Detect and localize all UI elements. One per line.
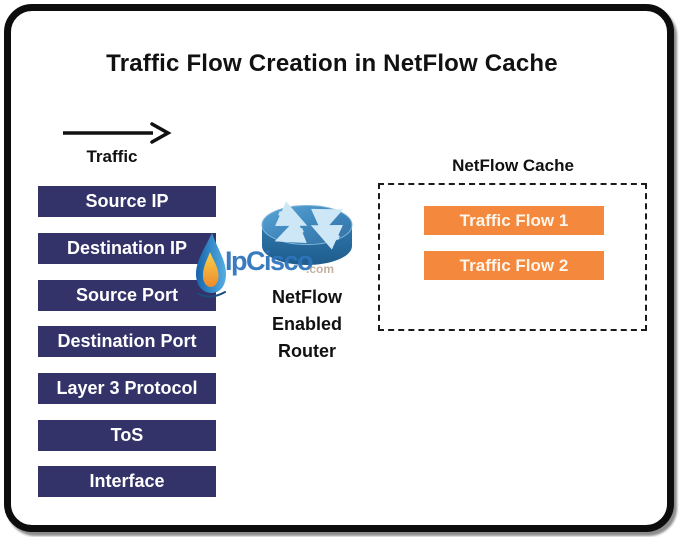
- traffic-label: Traffic: [86, 147, 138, 166]
- cisco-router-icon: [259, 200, 355, 272]
- field-source-port: Source Port: [38, 280, 216, 311]
- page-title: Traffic Flow Creation in NetFlow Cache: [106, 50, 558, 77]
- ipcisco-drop-icon: [195, 232, 227, 300]
- traffic-flow-1: Traffic Flow 1: [424, 206, 604, 235]
- field-source-ip: Source IP: [38, 186, 216, 217]
- field-interface: Interface: [38, 466, 216, 497]
- ipcisco-suffix-text: .com: [306, 262, 335, 276]
- field-destination-ip: Destination IP: [38, 233, 216, 264]
- field-layer3-protocol: Layer 3 Protocol: [38, 373, 216, 404]
- field-tos: ToS: [38, 420, 216, 451]
- netflow-cache-box: [378, 183, 647, 331]
- traffic-arrow-icon: [60, 120, 172, 146]
- netflow-cache-title: NetFlow Cache: [452, 156, 574, 175]
- ipcisco-brand-text: IpCisco: [225, 246, 314, 276]
- traffic-flow-2: Traffic Flow 2: [424, 251, 604, 280]
- field-destination-port: Destination Port: [38, 326, 216, 357]
- router-label: NetFlow Enabled Router: [271, 287, 342, 361]
- ipcisco-watermark: IpCisco .com: [195, 232, 340, 302]
